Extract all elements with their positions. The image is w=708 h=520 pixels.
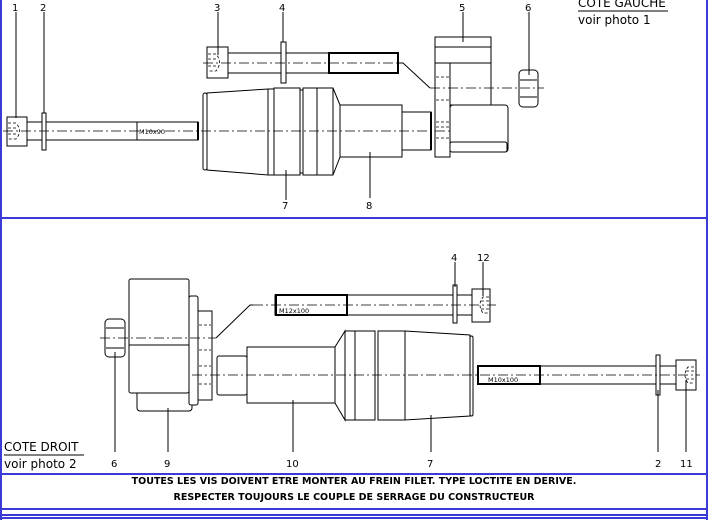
part-number-6-lower: 6 <box>111 459 117 470</box>
nut-6 <box>518 69 539 108</box>
part-number-1: 1 <box>12 3 18 14</box>
washer-4-lower <box>452 284 458 324</box>
washer-4 <box>280 41 287 84</box>
part-number-7-lower: 7 <box>427 459 433 470</box>
part-number-11: 11 <box>680 459 693 470</box>
top-view: M10x90 <box>3 3 544 212</box>
bottom-view: M10x100 M12x100 4 12 6 9 <box>100 253 700 470</box>
part-number-9: 9 <box>164 459 170 470</box>
part-number-6: 6 <box>525 3 531 14</box>
part-number-2-lower: 2 <box>655 459 661 470</box>
part-7-body <box>202 87 341 176</box>
thread-label-m12x100: M12x100 <box>279 307 309 315</box>
thread-label-m10x90: M10x90 <box>139 128 165 136</box>
view-subtitle-right-side: voir photo 2 <box>4 457 77 471</box>
part-number-4-lower: 4 <box>451 253 457 264</box>
thread-label-m10x100: M10x100 <box>488 376 518 384</box>
bolt-12: M12x100 <box>274 288 491 323</box>
bolt-3 <box>206 46 399 79</box>
part-number-8: 8 <box>366 201 372 212</box>
part-7-body-lower <box>334 329 474 422</box>
leader-lines-top <box>15 12 530 200</box>
part-9-block <box>128 278 213 412</box>
leader-lines-bottom <box>114 262 687 452</box>
bolt-1: M10x90 <box>6 116 199 147</box>
view-subtitle-left-side: voir photo 1 <box>578 13 651 27</box>
washer-2 <box>41 112 47 151</box>
view-title-left-side: COTE GAUCHE <box>578 0 666 10</box>
part-number-5: 5 <box>459 3 465 14</box>
part-number-12: 12 <box>477 253 490 264</box>
part-number-4: 4 <box>279 3 285 14</box>
part-number-10: 10 <box>286 459 299 470</box>
part-number-3: 3 <box>214 3 220 14</box>
note-line-1: TOUTES LES VIS DOIVENT ETRE MONTER AU FR… <box>131 476 577 487</box>
part-5-bracket <box>434 36 509 158</box>
note-line-2: RESPECTER TOUJOURS LE COUPLE DE SERRAGE … <box>173 492 535 503</box>
part-number-2: 2 <box>40 3 46 14</box>
view-title-right-side: COTE DROIT <box>4 440 79 454</box>
part-number-7: 7 <box>282 201 288 212</box>
